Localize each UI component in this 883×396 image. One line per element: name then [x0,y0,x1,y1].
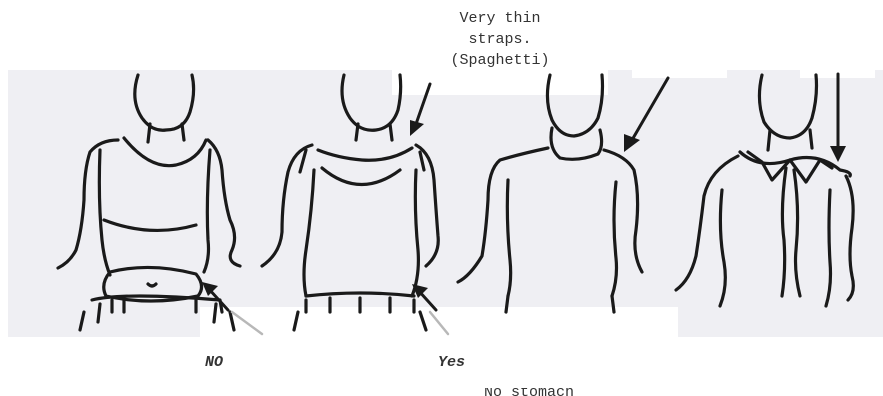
bottom-note-clip: No stomach [0,388,883,396]
annotation-line-3: (Spaghetti) [420,50,580,71]
white-patch [632,68,727,78]
white-patch [392,68,608,95]
annotation-line-1: Very thin [436,8,564,29]
verdict-yes-label: Yes [438,354,465,371]
verdict-no-label: NO [205,354,223,371]
bottom-note-text: No stomach [484,388,574,396]
annotation-line-2: straps. [436,29,564,50]
